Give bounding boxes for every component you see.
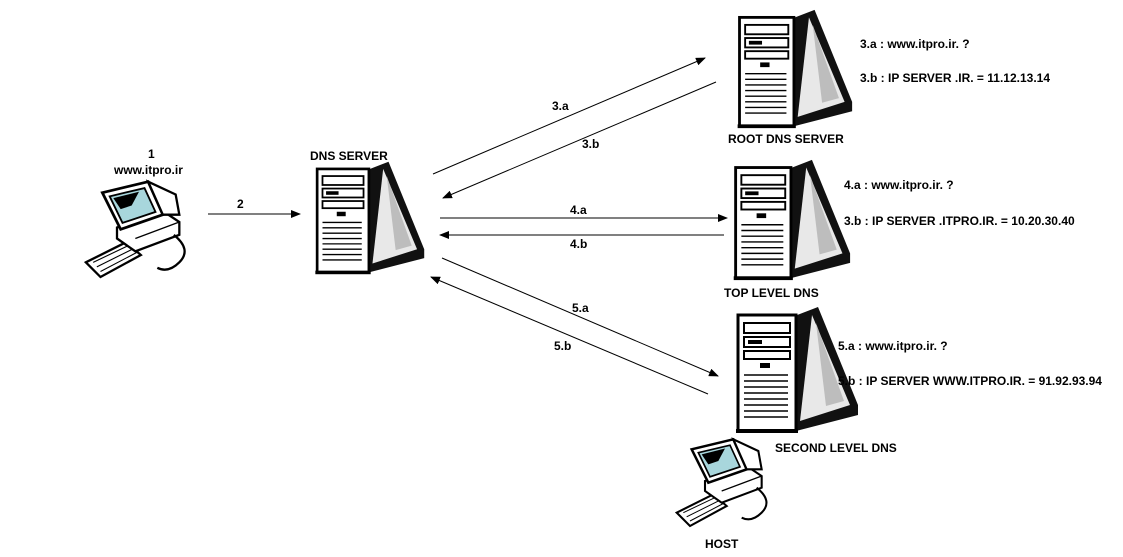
host-computer-icon	[675, 437, 768, 528]
tld-answer-text: 3.b : IP SERVER .ITPRO.IR. = 10.20.30.40	[844, 214, 1075, 228]
arrow-4b-label: 4.b	[570, 237, 587, 251]
arrow-3b	[442, 81, 717, 199]
client-step-label: 1	[148, 147, 155, 161]
client-computer-icon	[84, 180, 186, 279]
tld-server-tower-icon	[732, 158, 852, 282]
arrow-3b-label: 3.b	[582, 137, 599, 151]
arrow-5b-label: 5.b	[554, 339, 571, 353]
client-url-label: www.itpro.ir	[113, 163, 183, 177]
arrow-3a	[432, 57, 706, 175]
arrow-5a	[441, 257, 719, 377]
arrow-5b	[430, 276, 709, 395]
arrow-2-label: 2	[237, 197, 244, 211]
tld-server-label: TOP LEVEL DNS	[724, 286, 819, 300]
arrow-3a-label: 3.a	[552, 99, 569, 113]
root-server-tower-icon	[736, 8, 854, 130]
host-label: HOST	[705, 537, 739, 551]
dns-server-label: DNS SERVER	[310, 149, 388, 163]
sld-server-tower-icon	[734, 305, 860, 435]
sld-query-text: 5.a : www.itpro.ir. ?	[838, 339, 948, 353]
arrow-4a-label: 4.a	[570, 203, 587, 217]
arrow-5a-label: 5.a	[572, 301, 589, 315]
dns-server-tower-icon	[313, 160, 426, 276]
tld-query-text: 4.a : www.itpro.ir. ?	[844, 178, 954, 192]
root-answer-text: 3.b : IP SERVER .IR. = 11.12.13.14	[860, 71, 1050, 85]
root-server-label: ROOT DNS SERVER	[728, 132, 844, 146]
sld-server-label: SECOND LEVEL DNS	[775, 441, 897, 455]
root-query-text: 3.a : www.itpro.ir. ?	[860, 37, 970, 51]
sld-answer-text: 5.b : IP SERVER WWW.ITPRO.IR. = 91.92.93…	[838, 374, 1102, 388]
